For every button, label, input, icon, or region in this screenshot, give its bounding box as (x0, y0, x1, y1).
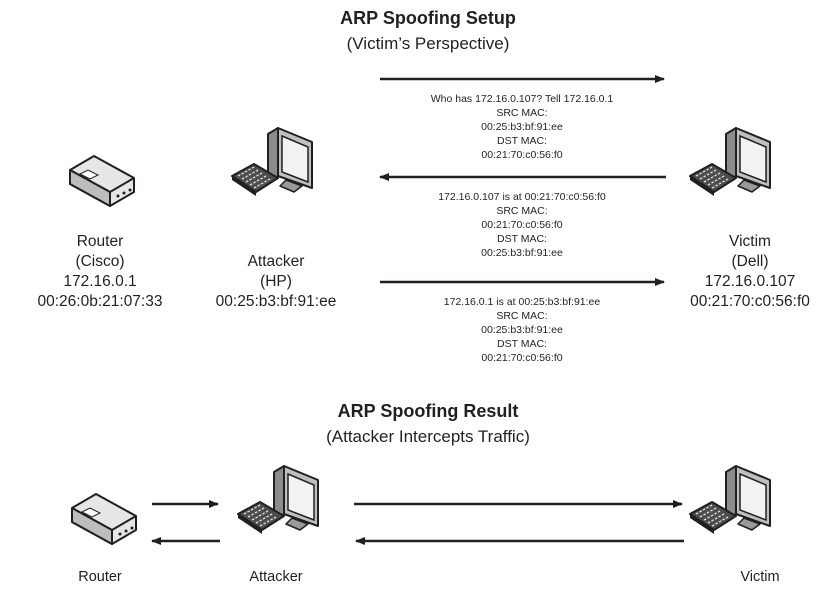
attacker-label: Attacker (HP) 00:25:b3:bf:91:ee (186, 252, 366, 312)
attacker-name: Attacker (247, 253, 305, 270)
src-mac-value: 00:25:b3:bf:91:ee (481, 121, 563, 133)
result-title: ARP Spoofing Result (337, 401, 519, 421)
src-mac-heading: SRC MAC: (496, 310, 548, 322)
arp-request-text: Who has 172.16.0.107? Tell 172.16.0.1 (430, 93, 614, 105)
dst-mac-value: 00:21:70:c0:56:f0 (481, 149, 563, 161)
result-router-icon (71, 493, 137, 545)
attacker-vendor: (HP) (260, 273, 292, 290)
src-mac-heading: SRC MAC: (496, 205, 548, 217)
victim-name: Victim (729, 233, 771, 250)
dst-mac-value: 00:25:b3:bf:91:ee (481, 247, 563, 259)
arp-spoof-message: 172.16.0.1 is at 00:25:b3:bf:91:ee SRC M… (372, 295, 672, 365)
result-victim-label: Victim (740, 569, 780, 585)
dst-mac-value: 00:21:70:c0:56:f0 (481, 352, 563, 364)
router-label: Router (Cisco) 172.16.0.1 00:26:0b:21:07… (0, 232, 200, 312)
dst-mac-heading: DST MAC: (497, 135, 547, 147)
victim-ip: 172.16.0.107 (704, 273, 796, 290)
setup-subtitle: (Victim’s Perspective) (346, 34, 510, 53)
arp-reply-text: 172.16.0.107 is at 00:21:70:c0:56:f0 (438, 191, 606, 203)
router-name: Router (76, 233, 124, 250)
victim-label: Victim (Dell) 172.16.0.107 00:21:70:c0:5… (660, 232, 840, 312)
src-mac-value: 00:25:b3:bf:91:ee (481, 324, 563, 336)
arp-request-message: Who has 172.16.0.107? Tell 172.16.0.1 SR… (372, 92, 672, 162)
arp-reply-message: 172.16.0.107 is at 00:21:70:c0:56:f0 SRC… (372, 190, 672, 260)
router-ip: 172.16.0.1 (63, 273, 137, 290)
result-attacker-pc-icon (237, 465, 319, 535)
dst-mac-heading: DST MAC: (497, 338, 547, 350)
victim-pc-icon (689, 127, 771, 197)
src-mac-heading: SRC MAC: (496, 107, 548, 119)
attacker-pc-icon (231, 127, 313, 197)
src-mac-value: 00:21:70:c0:56:f0 (481, 219, 563, 231)
result-router-label: Router (78, 569, 122, 585)
attacker-mac: 00:25:b3:bf:91:ee (215, 293, 337, 310)
setup-title: ARP Spoofing Setup (340, 8, 516, 28)
router-vendor: (Cisco) (75, 253, 125, 270)
result-subtitle: (Attacker Intercepts Traffic) (326, 427, 530, 446)
router-icon (69, 155, 135, 207)
result-attacker-label: Attacker (249, 569, 303, 585)
dst-mac-heading: DST MAC: (497, 233, 547, 245)
arp-spoof-text: 172.16.0.1 is at 00:25:b3:bf:91:ee (443, 296, 601, 308)
router-mac: 00:26:0b:21:07:33 (37, 293, 163, 310)
result-victim-pc-icon (689, 465, 771, 535)
victim-mac: 00:21:70:c0:56:f0 (690, 293, 810, 310)
victim-vendor: (Dell) (731, 253, 769, 270)
